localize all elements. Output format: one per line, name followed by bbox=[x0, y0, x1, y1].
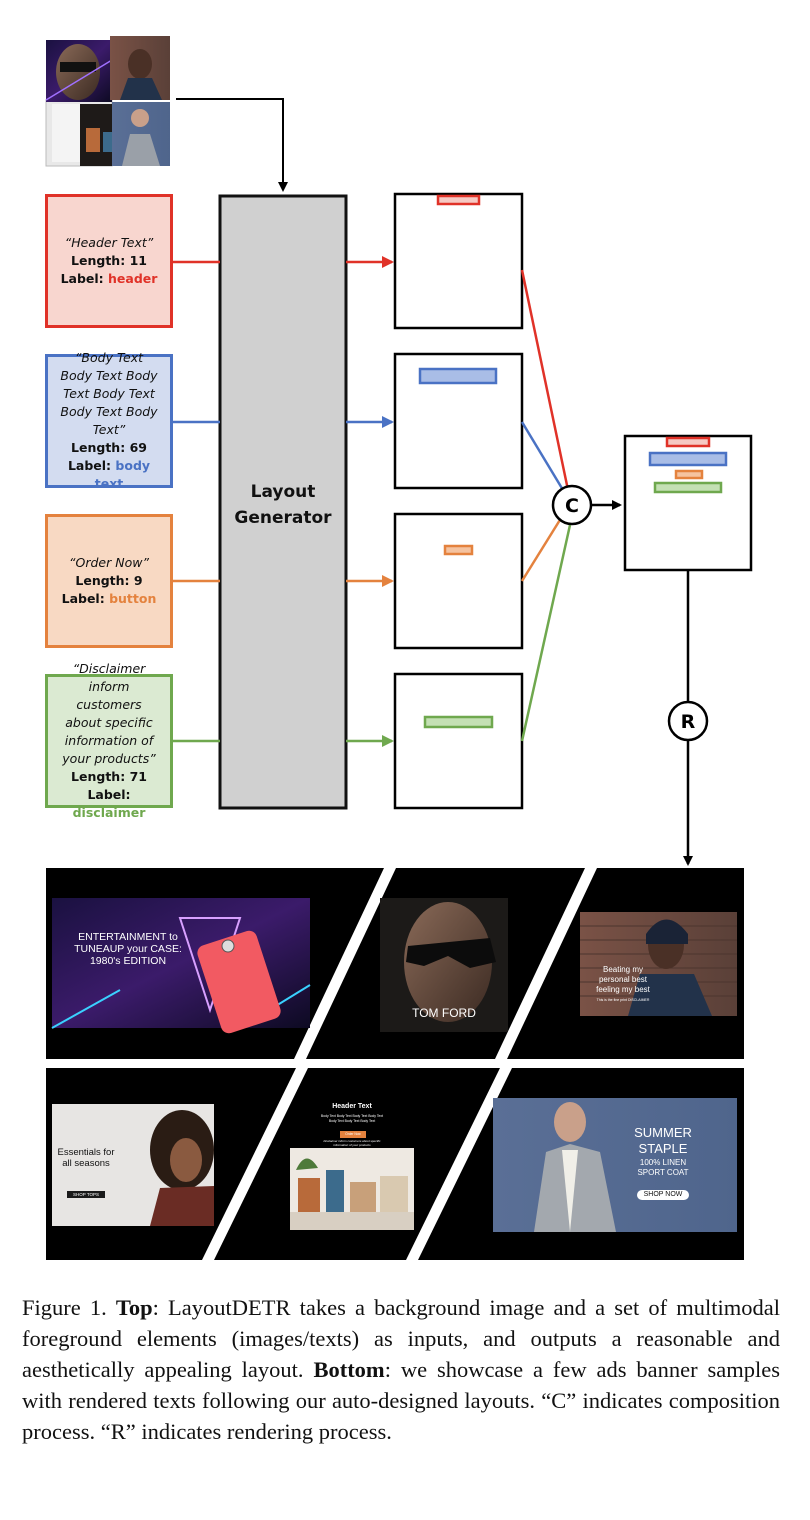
banner1-text: ENTERTAINMENT to TUNEAUP your CASE: 1980… bbox=[74, 931, 182, 967]
banner6-button bbox=[637, 1190, 689, 1200]
button-bbox bbox=[443, 544, 474, 556]
banner-divider-1 bbox=[294, 868, 396, 1059]
banner4-button bbox=[67, 1191, 105, 1198]
figure-caption: Figure 1. Top: LayoutDETR takes a backgr… bbox=[22, 1292, 780, 1447]
input-header-quote: “Header Text” bbox=[64, 235, 154, 250]
caption-bottom-label: Bottom bbox=[313, 1357, 385, 1382]
banner1-phone bbox=[197, 930, 281, 1034]
input-body-length: 69 bbox=[129, 440, 147, 455]
combined-disclaimer-bbox bbox=[653, 481, 723, 494]
input-body-box: “Body Text Body Text Body Text Body Text… bbox=[45, 350, 173, 491]
banner4-text: Essentials for all seasons bbox=[57, 1147, 115, 1169]
figure-1: Layout Generator C R bbox=[45, 36, 753, 1260]
input-disclaimer-box: “Disclaimer inform customers about speci… bbox=[45, 661, 173, 820]
input-button-box: “Order Now” Length: 9 Label: button bbox=[45, 514, 173, 648]
header-bbox bbox=[436, 194, 481, 206]
layout-generator-label-line2: Generator bbox=[234, 508, 332, 528]
banner5-button bbox=[340, 1131, 366, 1138]
banner-divider-4 bbox=[406, 1068, 512, 1260]
banner-row-divider bbox=[46, 1059, 744, 1068]
input-header-label: header bbox=[108, 271, 158, 286]
disclaimer-bbox bbox=[423, 715, 494, 729]
banner5-disclaimer: Disclaimer inform customers about specif… bbox=[323, 1139, 381, 1147]
banner2-text: TOM FORD bbox=[412, 1006, 476, 1020]
layout-box-body bbox=[393, 352, 524, 490]
caption-top-text: : LayoutDETR takes a background image an… bbox=[22, 1295, 781, 1382]
banner6-text: SUMMER STAPLE 100% LINEN SPORT COAT bbox=[634, 1125, 692, 1177]
input-button-label: button bbox=[109, 591, 157, 606]
layout-box-header bbox=[393, 192, 524, 330]
input-disclaimer-quote: “Disclaimer inform customers about speci… bbox=[62, 661, 156, 766]
layout-generator-label-line1: Layout bbox=[251, 482, 316, 502]
caption-figure-label: Figure 1. bbox=[22, 1295, 107, 1320]
banner-divider-3 bbox=[202, 1068, 308, 1260]
banner5-text: Header Text Body Text Body Text Body Tex… bbox=[320, 1103, 384, 1123]
header-to-composition-line bbox=[520, 269, 570, 491]
input-header-box: “Header Text” Length: 11 Label: header bbox=[45, 194, 173, 328]
input-body-quote: “Body Text Body Text Body Text Body Text… bbox=[60, 350, 158, 437]
combined-button-bbox bbox=[674, 469, 704, 480]
banner6-button-label: SHOP NOW bbox=[643, 1191, 683, 1198]
combined-header-bbox bbox=[665, 436, 711, 448]
image-input-arrow bbox=[176, 98, 288, 192]
button-to-composition-line bbox=[520, 514, 565, 582]
banner5-button-label: Order Now bbox=[345, 1132, 361, 1136]
input-button-quote: “Order Now” bbox=[69, 555, 149, 570]
layout-generator-box bbox=[218, 194, 348, 810]
disclaimer-to-composition-line bbox=[520, 524, 572, 742]
banner6-image bbox=[493, 1098, 737, 1232]
banner4-button-label: SHOP TOPS bbox=[72, 1192, 99, 1197]
banner3-text: Beating my personal best feeling my best… bbox=[596, 965, 650, 1002]
body-to-composition-line bbox=[520, 421, 565, 491]
layout-box-button bbox=[393, 512, 524, 650]
rendering-symbol: R bbox=[681, 711, 696, 733]
composition-symbol: C bbox=[565, 495, 579, 517]
input-disclaimer-length: 71 bbox=[129, 769, 147, 784]
layout-box-disclaimer bbox=[393, 672, 524, 810]
banner2-sunglasses bbox=[406, 938, 496, 968]
caption-top-label: Top bbox=[115, 1295, 153, 1320]
figure-diagram: Layout Generator C R bbox=[45, 36, 753, 1260]
input-body-label: body text bbox=[94, 458, 151, 491]
input-button-length: 9 bbox=[133, 573, 143, 588]
banner-divider-2 bbox=[495, 868, 597, 1059]
caption-bottom-text: : we showcase a few ads banner samples w… bbox=[22, 1357, 780, 1444]
banner-showcase bbox=[46, 868, 744, 1260]
input-disclaimer-label: disclaimer bbox=[72, 805, 146, 820]
input-header-length: 11 bbox=[129, 253, 147, 268]
body-bbox bbox=[418, 367, 498, 385]
combined-body-bbox bbox=[648, 451, 728, 467]
background-image-stack bbox=[45, 36, 170, 167]
